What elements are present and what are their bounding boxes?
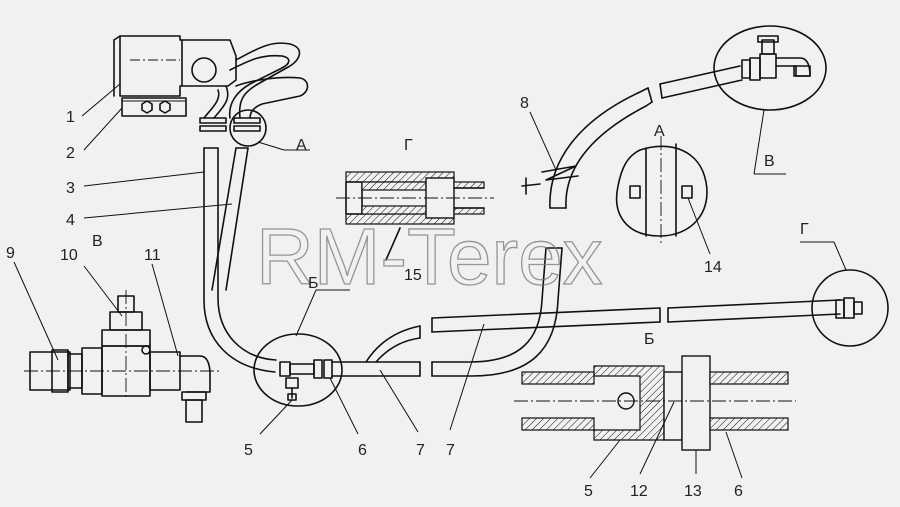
- callout-5-left: 5: [244, 442, 253, 459]
- view-b-title: Б: [644, 331, 655, 348]
- callout-15: 15: [404, 267, 422, 284]
- hose-3-4: [203, 147, 277, 373]
- section-g: [336, 171, 494, 261]
- fitting-assembly: [253, 333, 421, 407]
- view-v-tag: В: [764, 153, 775, 170]
- section-a-detail: [616, 136, 708, 244]
- view-b-tag: Б: [308, 275, 319, 292]
- callout-3: 3: [66, 180, 75, 197]
- view-a-title: А: [654, 123, 665, 140]
- callout-labels: 1 2 3 4 9 10 11 5 6 7 7 8 15 14 5 12 13 …: [6, 95, 743, 500]
- hose-7-left: [365, 325, 421, 363]
- callout-6-left: 6: [358, 442, 367, 459]
- hose-7-right: [431, 247, 563, 377]
- hose-bundle-upper: [203, 42, 309, 119]
- section-b-detail: [514, 355, 796, 451]
- callout-10: 10: [60, 247, 78, 264]
- callout-5-right: 5: [584, 483, 593, 500]
- hose-clamps: [199, 109, 267, 147]
- view-v-title: В: [92, 233, 103, 250]
- callout-11: 11: [144, 247, 161, 264]
- callout-12: 12: [630, 483, 648, 500]
- hose-upper-right: [521, 65, 743, 209]
- leader-lines: [13, 83, 847, 479]
- callout-14: 14: [704, 259, 722, 276]
- view-a-tag: А: [296, 137, 307, 154]
- view-labels: А А Б Б В В Г Г: [92, 123, 809, 348]
- hose-long-right: [431, 269, 889, 347]
- detail-v-fitting: [713, 25, 827, 111]
- callout-7-left: 7: [416, 442, 425, 459]
- callout-13: 13: [684, 483, 702, 500]
- callout-8: 8: [520, 95, 529, 112]
- view-g-title: Г: [404, 137, 413, 154]
- detail-v-valve: [24, 290, 220, 423]
- callout-1: 1: [66, 109, 75, 126]
- valve-block: [113, 35, 237, 117]
- view-g-tag: Г: [800, 221, 809, 238]
- callout-6-right: 6: [734, 483, 743, 500]
- callout-7-right: 7: [446, 442, 455, 459]
- watermark-text: RM-Terex: [256, 212, 603, 301]
- callout-9: 9: [6, 245, 15, 262]
- callout-4: 4: [66, 212, 75, 229]
- callout-2: 2: [66, 145, 75, 162]
